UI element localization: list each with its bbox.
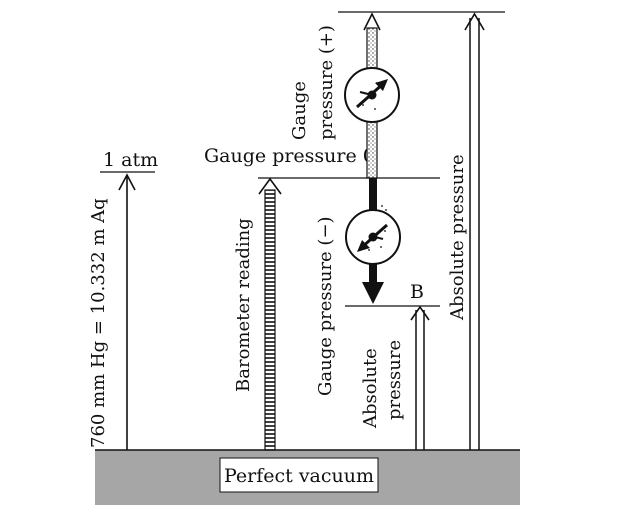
one-atm-label: 1 atm	[103, 149, 158, 171]
perfect-vacuum-band: Perfect vacuum	[95, 449, 520, 505]
absolute-pressure-low-label-line2: pressure	[384, 340, 405, 420]
absolute-pressure-low-label-line1: Absolute	[360, 348, 381, 429]
one-atm-arrow-head	[118, 173, 136, 191]
barometer-reading-column: Barometer reading	[233, 177, 282, 451]
one-atm-reference: 1 atm 760 mm Hg = 10.332 m Aq	[88, 149, 158, 450]
absolute-pressure-high-column: Absolute pressure	[447, 12, 485, 450]
barometer-arrow-head	[258, 177, 282, 195]
absolute-low-arrow-head	[410, 305, 430, 321]
point-b-label: B	[410, 281, 424, 303]
gauge-positive-label-line2: pressure (+)	[316, 25, 337, 140]
perfect-vacuum-label: Perfect vacuum	[224, 465, 374, 487]
gauge-negative-column: Gauge pressure (−)	[315, 178, 387, 396]
absolute-pressure-low-column: Absolute pressure	[360, 305, 430, 450]
barometer-reading-label: Barometer reading	[233, 218, 254, 392]
pressure-gauge-icon	[345, 209, 401, 265]
gauge-negative-arrow-head	[362, 282, 384, 304]
gauge-positive-arrow-head	[363, 12, 381, 31]
perfect-vacuum-label-box	[219, 457, 379, 493]
hg-equivalence-label: 760 mm Hg = 10.332 m Aq	[88, 198, 109, 448]
absolute-pressure-high-label: Absolute pressure	[447, 154, 468, 321]
point-b-reference: B	[345, 281, 440, 307]
pressure-gauge-icon	[344, 67, 400, 123]
gauge-positive-label-line1: Gauge	[289, 81, 310, 140]
gauge-zero-label: Gauge pressure 0	[204, 145, 375, 167]
gauge-negative-label: Gauge pressure (−)	[315, 216, 336, 396]
absolute-high-arrow-head	[464, 12, 485, 31]
